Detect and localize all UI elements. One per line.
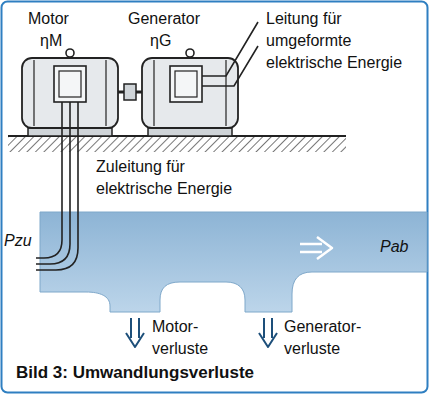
power-label: Pzu [4,230,32,252]
generator-symbol [142,49,238,136]
power-label: Pab [380,236,408,258]
label-box: Motor [28,8,69,30]
caption-box: Bild 3: Umwandlungsverluste [16,362,254,384]
machine-label: Motor [28,8,69,30]
supply-wire [36,102,78,270]
label-box: ηM [40,30,62,52]
efficiency-symbol: ηG [150,30,171,52]
label-box: Generator- verluste [284,316,376,360]
line-label: Leitung für umgeformte elektrische Energ… [266,8,416,74]
energy-flow-band [40,212,427,312]
supply-wire [36,102,70,264]
loss-arrow [259,318,277,347]
label-box: Pab [380,236,408,258]
output-line [202,22,258,76]
label-box: Zuleitung für elektrische Energie [96,156,248,200]
figure-caption: Bild 3: Umwandlungsverluste [16,362,254,384]
base-plate [8,136,346,152]
machine-label: Generator [128,8,200,30]
loss-label: Generator- verluste [284,316,376,360]
label-box: Pzu [4,230,32,252]
label-box: Motor- verluste [152,316,224,360]
line-label: Zuleitung für elektrische Energie [96,156,248,200]
label-box: Generator [128,8,200,30]
efficiency-symbol: ηM [40,30,62,52]
supply-wire [36,102,62,258]
output-line [202,46,258,86]
loss-label: Motor- verluste [152,316,224,360]
coupling [124,84,136,100]
loss-arrow [126,318,144,347]
flow-arrow [300,237,332,259]
label-box: ηG [150,30,171,52]
label-box: Leitung für umgeformte elektrische Energ… [266,8,416,74]
